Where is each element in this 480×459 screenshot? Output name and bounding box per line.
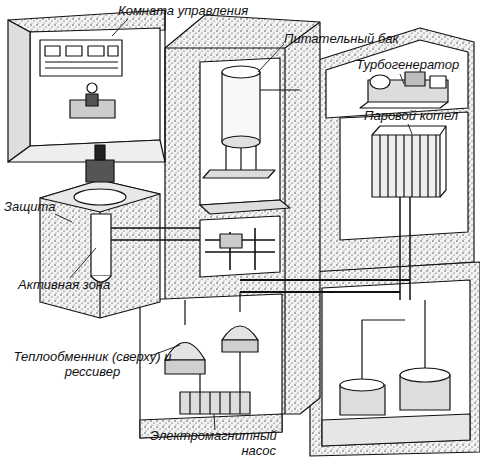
leader-line	[112, 19, 128, 36]
control-room	[8, 140, 165, 162]
control-room	[164, 10, 165, 162]
steam-boiler	[380, 135, 436, 197]
steam-boiler	[372, 126, 446, 197]
reactor-shield	[111, 228, 200, 240]
feed-tank	[222, 66, 260, 78]
pipework	[220, 234, 242, 248]
turbogenerator	[370, 75, 390, 89]
turbogenerator	[360, 102, 448, 108]
part-label: Активная зона	[18, 277, 133, 292]
reactor-shield	[40, 180, 160, 212]
pipework	[205, 228, 275, 270]
steam-boiler	[400, 197, 410, 300]
leader-line	[70, 248, 96, 278]
steam-boiler	[372, 126, 446, 300]
feed-tank	[222, 136, 260, 148]
pipework	[205, 228, 410, 292]
lower-right-pumps	[340, 300, 450, 415]
part-label: Турбогенератор	[356, 57, 471, 72]
lower-basement	[140, 294, 282, 438]
central-tower	[200, 58, 280, 205]
reactor-shield	[40, 180, 160, 318]
turbogenerator	[360, 72, 448, 108]
pipework	[240, 280, 410, 292]
feed-tank	[222, 72, 260, 142]
lower-basement	[222, 340, 258, 352]
feed-tank	[203, 170, 275, 178]
lower-right-pumps	[340, 379, 384, 391]
control-room	[30, 28, 160, 146]
lower-basement	[222, 326, 258, 340]
leader-line	[214, 414, 215, 430]
reactor-shield	[91, 214, 111, 276]
control-room	[87, 83, 97, 93]
lower-basement	[190, 392, 240, 414]
control-room	[8, 20, 30, 162]
leader-line	[400, 74, 404, 84]
cutaway-illustration	[8, 10, 480, 456]
right-building	[322, 414, 470, 446]
right-building	[310, 28, 480, 456]
lower-basement	[140, 292, 282, 438]
right-building	[326, 40, 468, 118]
part-label: Электромагнитный насос	[150, 428, 276, 458]
feed-tank	[203, 66, 300, 178]
leader-line	[55, 214, 72, 222]
part-label: Питательный бак	[284, 31, 404, 46]
turbogenerator	[430, 76, 446, 88]
steam-boiler	[372, 135, 440, 197]
leader-line	[408, 124, 412, 134]
control-room	[45, 46, 118, 68]
right-building	[318, 28, 474, 272]
central-tower	[200, 216, 280, 277]
part-label: Паровой котел	[364, 108, 476, 123]
part-label: Комната управления	[118, 3, 258, 18]
control-room	[40, 40, 122, 76]
reactor-shield	[40, 145, 200, 318]
reactor-shield	[95, 145, 105, 160]
part-label: Теплообменник (сверху) и рессивер	[10, 349, 175, 379]
feed-tank	[226, 90, 300, 175]
lower-right-pumps	[400, 368, 450, 382]
leader-line	[258, 44, 284, 72]
lower-right-pumps	[362, 300, 425, 379]
lower-basement	[185, 292, 240, 392]
control-room	[86, 94, 98, 106]
lower-basement	[180, 392, 250, 414]
reactor-shield	[86, 160, 114, 182]
right-building	[340, 112, 468, 240]
central-tower	[200, 200, 290, 214]
control-room	[8, 10, 165, 162]
reactor-shield	[74, 189, 126, 205]
turbogenerator	[405, 72, 425, 86]
right-building	[322, 280, 470, 446]
part-label: Защита	[4, 199, 74, 214]
